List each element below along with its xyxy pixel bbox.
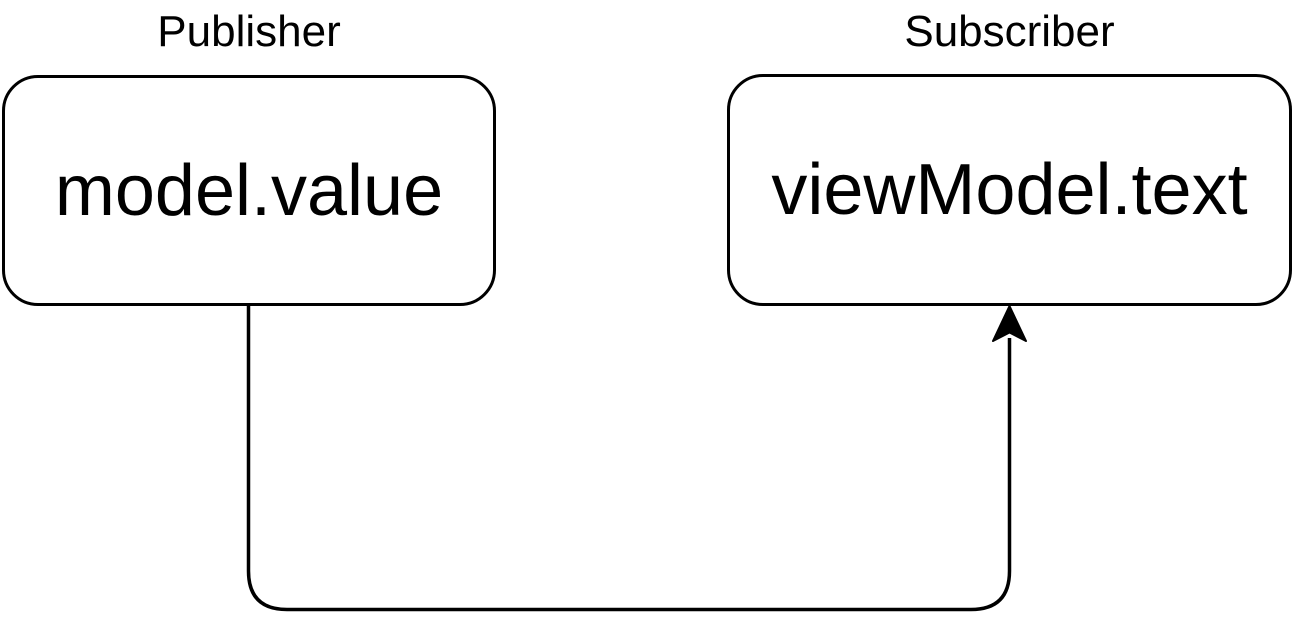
- subscriber-node[interactable]: viewModel.text: [727, 74, 1292, 306]
- subscriber-node-text: viewModel.text: [771, 150, 1248, 230]
- subscriber-role-label: Subscriber: [904, 7, 1115, 56]
- publisher-node[interactable]: model.value: [2, 75, 496, 306]
- connector-line[interactable]: [246, 306, 1012, 612]
- arrowhead-icon: [992, 305, 1027, 342]
- publisher-role-label: Publisher: [157, 7, 341, 56]
- publisher-node-text: model.value: [54, 150, 444, 231]
